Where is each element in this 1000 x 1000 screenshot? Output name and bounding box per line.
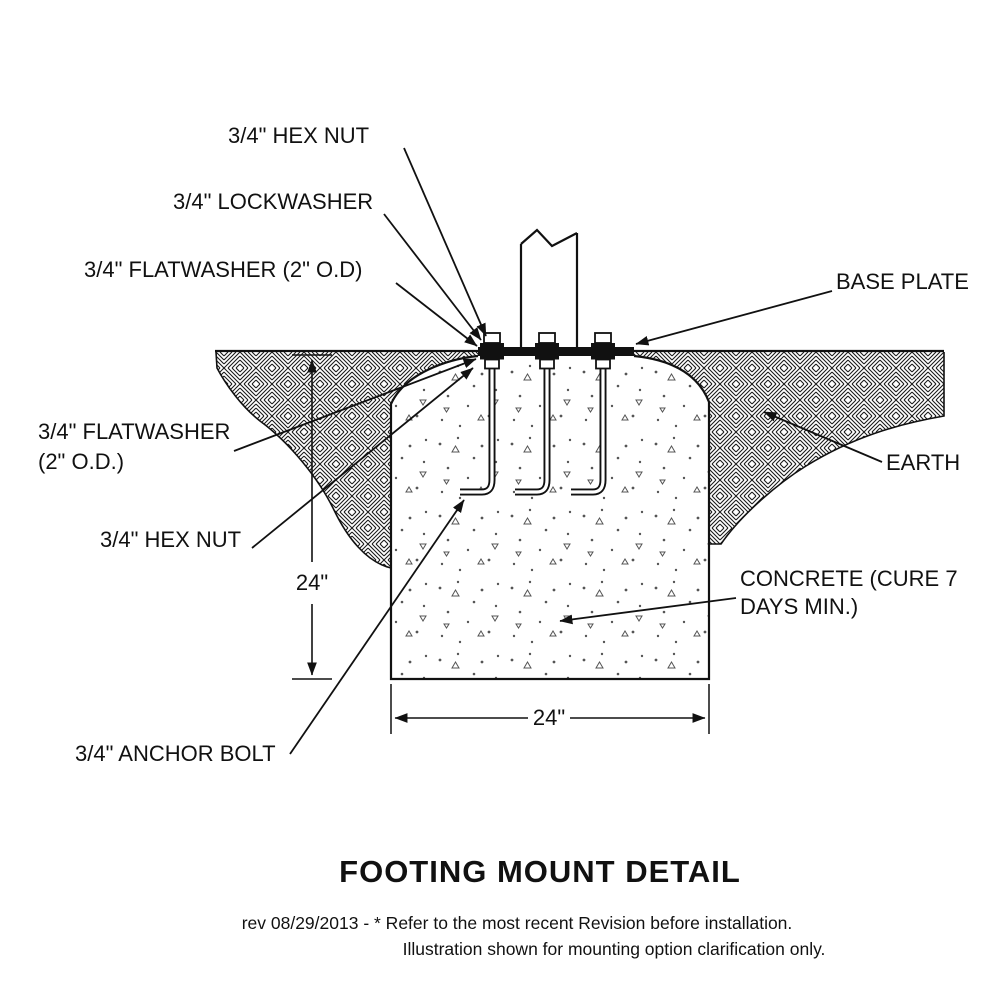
leveling-flatwasher bbox=[480, 356, 504, 360]
leveling-flatwasher bbox=[591, 356, 615, 360]
top-hex-nut bbox=[594, 332, 612, 344]
leader-anchor-bolt bbox=[289, 499, 465, 755]
leveling-hex-nut bbox=[484, 358, 500, 370]
dimension-width: 24" bbox=[390, 684, 710, 734]
label-earth: EARTH bbox=[886, 450, 960, 475]
label-lockwasher: 3/4" LOCKWASHER bbox=[173, 189, 373, 214]
revision-note: rev 08/29/2013 - * Refer to the most rec… bbox=[242, 913, 793, 933]
earth-right-boundary bbox=[710, 352, 945, 545]
top-hardware-middle bbox=[535, 332, 559, 347]
top-hex-nut bbox=[483, 332, 501, 344]
base-plate bbox=[478, 347, 634, 356]
top-washer-stack bbox=[591, 343, 615, 347]
anchor-bolt-right bbox=[571, 356, 615, 496]
leader-flatwasher-top bbox=[395, 282, 478, 347]
label-base-plate: BASE PLATE bbox=[836, 269, 969, 294]
leader-concrete bbox=[559, 597, 737, 625]
drawing-title: FOOTING MOUNT DETAIL bbox=[339, 854, 741, 889]
clarification-note: Illustration shown for mounting option c… bbox=[403, 939, 826, 959]
leveling-hex-nut bbox=[595, 358, 611, 370]
label-flatwasher-top: 3/4" FLATWASHER (2" O.D) bbox=[84, 257, 362, 282]
label-concrete-line2: DAYS MIN.) bbox=[740, 594, 858, 619]
dimension-depth: 24" bbox=[292, 354, 332, 680]
top-hardware-right bbox=[591, 332, 615, 347]
depth-dimension-text: 24" bbox=[296, 570, 328, 595]
post-break-line bbox=[520, 228, 578, 248]
label-anchor-bolt: 3/4" ANCHOR BOLT bbox=[75, 741, 276, 766]
concrete-footing bbox=[391, 356, 709, 679]
top-washer-stack bbox=[480, 343, 504, 347]
earth-left-boundary bbox=[215, 351, 392, 569]
earth-right-hatch bbox=[634, 351, 944, 544]
anchor-bolt-middle bbox=[515, 356, 559, 496]
label-flatwasher-bottom-line1: 3/4" FLATWASHER bbox=[38, 419, 230, 444]
leader-hex-nut-bottom bbox=[251, 367, 474, 549]
anchor-bolt-left bbox=[460, 356, 504, 496]
leader-flatwasher-bottom bbox=[233, 358, 477, 452]
leader-base-plate bbox=[635, 290, 833, 346]
footing-outline bbox=[389, 354, 711, 681]
leader-hex-nut-top bbox=[403, 147, 487, 337]
post bbox=[519, 228, 579, 347]
leader-earth bbox=[763, 411, 883, 463]
label-hex-nut-bottom: 3/4" HEX NUT bbox=[100, 527, 241, 552]
top-washer-stack bbox=[535, 343, 559, 347]
label-hex-nut-top: 3/4" HEX NUT bbox=[228, 123, 369, 148]
width-dimension-text: 24" bbox=[533, 705, 565, 730]
top-hex-nut bbox=[538, 332, 556, 344]
leveling-hex-nut bbox=[539, 358, 555, 370]
label-flatwasher-bottom-line2: (2" O.D.) bbox=[38, 449, 124, 474]
top-hardware-left bbox=[480, 332, 504, 347]
earth-left-hatch bbox=[215, 351, 478, 568]
leader-lockwasher bbox=[383, 213, 482, 341]
label-concrete-line1: CONCRETE (CURE 7 bbox=[740, 566, 958, 591]
leveling-flatwasher bbox=[535, 356, 559, 360]
